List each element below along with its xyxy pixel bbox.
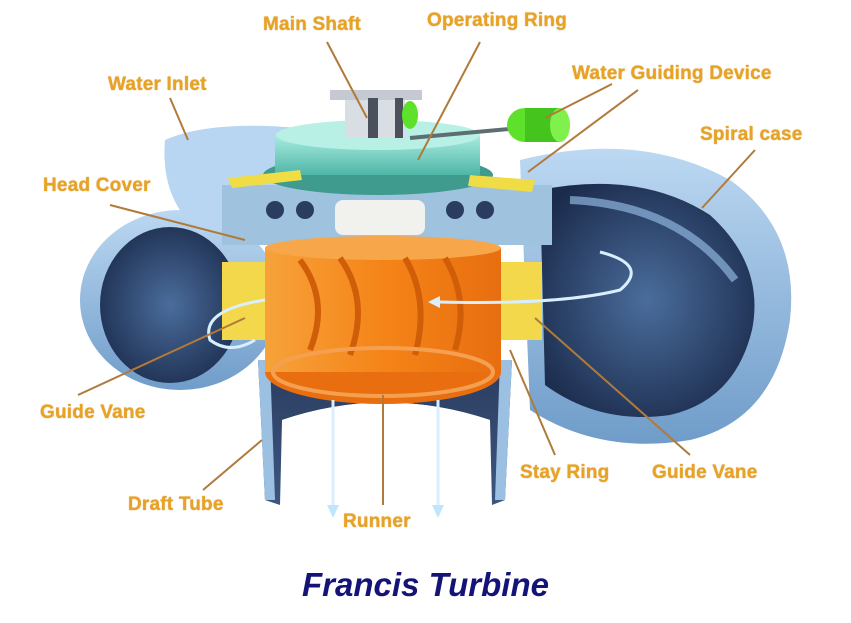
label-draft-tube: Draft Tube <box>128 494 224 515</box>
label-water-guiding-device: Water Guiding Device <box>572 63 772 84</box>
label-head-cover: Head Cover <box>43 175 151 196</box>
leader-lines <box>77 41 756 505</box>
diagram-title: Francis Turbine <box>302 566 549 603</box>
label-guide-vane-left: Guide Vane <box>40 402 146 423</box>
label-water-inlet: Water Inlet <box>108 74 207 95</box>
servomotor <box>402 101 570 142</box>
label-runner: Runner <box>343 511 411 532</box>
label-main-shaft: Main Shaft <box>263 14 362 35</box>
main-shaft <box>330 90 422 138</box>
spiral-case-right <box>520 148 792 444</box>
flow-arrows <box>207 250 633 518</box>
runner-crown <box>335 200 425 235</box>
operating-ring <box>263 120 493 195</box>
spiral-case-left <box>80 210 280 390</box>
label-stay-ring: Stay Ring <box>520 462 610 483</box>
runner <box>265 236 501 404</box>
label-spiral-case: Spiral case <box>700 124 803 145</box>
label-guide-vane-right: Guide Vane <box>652 462 758 483</box>
label-operating-ring: Operating Ring <box>427 10 568 31</box>
